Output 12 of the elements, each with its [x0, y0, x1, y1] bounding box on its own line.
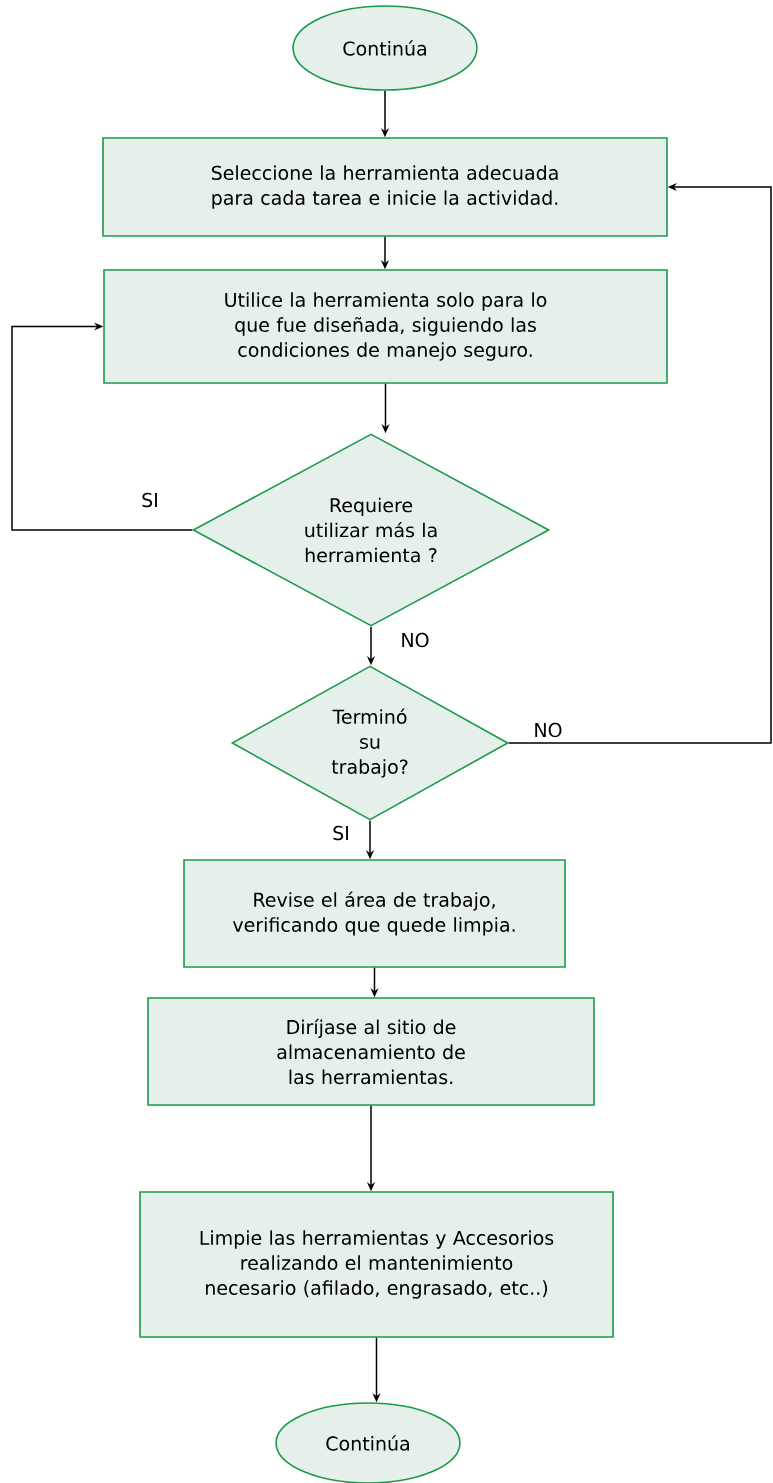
edge-label: SI [331, 824, 351, 842]
arrow [11, 322, 193, 531]
process-box: Revise el área de trabajo, verificando que quede limpia. [183, 859, 566, 968]
edge-label: SI [140, 491, 160, 509]
process-box: Utilice la herramienta solo para lo que fue diseñada, siguiendo las condiciones de manejo seguro. [103, 269, 668, 384]
process-box: Seleccione la herramienta adecuada para cada tarea e inicie la actividad. [102, 137, 668, 237]
process-box: Diríjase al sitio de almacenamiento de las herramientas. [147, 997, 595, 1106]
connector-oval: Continúa [292, 5, 478, 91]
connector-oval: Continúa [275, 1402, 461, 1483]
process-box: Limpie las herramientas y Accesorios realizando el mantenimiento necesario (afilado, engrasado, etc..) [139, 1191, 614, 1338]
edge-label: NO [532, 721, 564, 739]
edge-label: NO [399, 631, 431, 649]
